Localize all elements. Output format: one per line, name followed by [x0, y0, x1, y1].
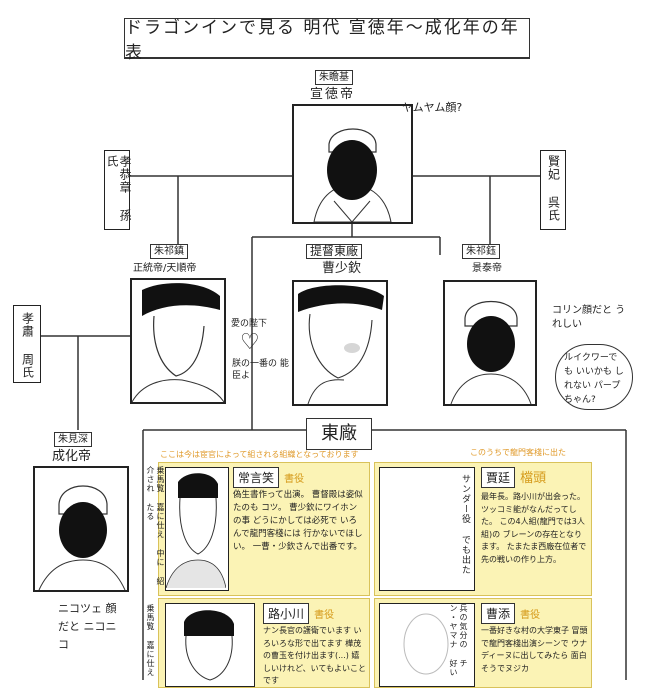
jia-title-row: 賈廷 檔頭 — [481, 467, 546, 488]
dongchang-note-left: ここは今は宦官によって組される組織となっております — [160, 450, 359, 459]
lu-rank: 書役 — [314, 610, 335, 621]
empress-sun-box: 孝恭章 孫氏 — [104, 150, 132, 230]
cao-tian-name: 曹添 — [481, 603, 516, 624]
chenghua-tag: 朱見深 — [54, 432, 92, 447]
cao-tian-portrait — [379, 603, 475, 687]
card-lu: 路小川 書役 ナン長官の護衛でいます いろいろな形で出てます 樺茂の曹玉を付け出… — [158, 598, 370, 688]
lu-name: 路小川 — [263, 603, 310, 624]
jia-portrait: サンダー役 でも出た — [379, 467, 475, 591]
zhengtong-tag: 朱祁鎮 — [150, 244, 188, 259]
cao-portrait — [292, 280, 388, 406]
zhengtong-name: 正統帝/天順帝 — [133, 263, 197, 274]
chang-rank: 書役 — [284, 474, 305, 485]
xuande-note: ヤムヤム顔? — [402, 101, 463, 114]
lu-side-text: 乗馬覧 嘉に仕え — [146, 604, 155, 677]
chenghua-note: ニコツェ 顔だと ニコニコ — [58, 602, 117, 651]
jingtai-name: 景泰帝 — [472, 263, 502, 274]
chenghua-name: 成化帝 — [52, 449, 92, 464]
middle-note-bottom: 朕の一番の 能臣よ — [232, 359, 289, 381]
jia-name: 賈廷 — [481, 467, 516, 488]
xuande-tag: 朱瞻基 — [315, 70, 353, 85]
cao-tian-side-text: 兵の気分の チン・ヤマナ 好い — [449, 604, 468, 677]
dongchang-note-right: このうちで龍門客棧に出た — [470, 448, 566, 457]
lu-text: ナン長官の護衛でいます いろいろな形で出てます 樺茂の曹玉を付け出ます(...)… — [263, 626, 366, 685]
jingtai-note-1: コリン顔だと うれしい — [552, 305, 626, 330]
jingtai-note-2: ルイクワーでも いいかも しれない パープちゃん? — [555, 344, 633, 410]
chang-text: 偽生書作って出演。 曹督殿は姿似たのも コツ。 曹少欽にワイホンの事 どうにかし… — [233, 490, 363, 552]
page-title: ドラゴンインで見る 明代 宣徳年〜成化年の年表 — [124, 18, 530, 63]
cao-tian-text: 一番好きな村の大学東子 冒頭で龍門客棧出演シーンで ウナディーヌに出してみたら … — [481, 626, 588, 673]
heart-icon: ♡ — [240, 330, 260, 355]
cao-tag: 提督東廠 — [306, 244, 363, 259]
jia-text: 最年長。路小川が出会った。 ツッコミ能がなんだってした。 この4人組(龍門では3… — [481, 492, 587, 564]
cao-name: 曹少欽 — [322, 261, 362, 276]
jingtai-portrait — [443, 280, 537, 406]
consort-wu-box: 賢妃 呉氏 — [540, 150, 566, 230]
lu-title-row: 路小川 書役 — [263, 603, 334, 624]
chang-name: 常言笑 — [233, 467, 280, 488]
dongchang-label: 東廠 — [306, 418, 372, 450]
xuande-portrait — [292, 104, 413, 224]
card-jia: サンダー役 でも出た 賈廷 檔頭 最年長。路小川が出会った。 ツッコミ能がなんだ… — [374, 462, 592, 596]
empress-sun-label: 孝恭章 孫氏 — [105, 155, 132, 222]
chang-side-text: 乗馬覧 嘉に仕え 中に 紹介され たる — [146, 466, 165, 586]
chang-portrait — [165, 467, 229, 591]
empress-zhou-box: 孝肅 周氏 — [13, 305, 41, 383]
card-cao-tian: 曹添 書役 一番好きな村の大学東子 冒頭で龍門客棧出演シーンで ウナディーヌに出… — [374, 598, 592, 688]
card-chang: 常言笑 書役 偽生書作って出演。 曹督殿は姿似たのも コツ。 曹少欽にワイホンの… — [158, 462, 370, 596]
empress-zhou-label: 孝肅 周氏 — [20, 312, 35, 379]
middle-note-top: 愛の陛下 — [231, 319, 268, 329]
lu-portrait — [165, 603, 255, 687]
cao-tian-rank: 書役 — [520, 610, 541, 621]
xuande-name: 宣徳帝 — [310, 87, 356, 102]
zhengtong-portrait — [130, 278, 226, 404]
consort-wu-label: 賢妃 呉氏 — [546, 155, 561, 222]
chang-title-row: 常言笑 書役 — [233, 467, 304, 488]
chenghua-portrait — [33, 466, 129, 592]
cao-tian-title-row: 曹添 書役 — [481, 603, 540, 624]
jia-rank: 檔頭 — [520, 471, 547, 486]
jia-side-text: サンダー役 でも出た — [460, 474, 470, 575]
jingtai-tag: 朱祁鈺 — [462, 244, 500, 259]
